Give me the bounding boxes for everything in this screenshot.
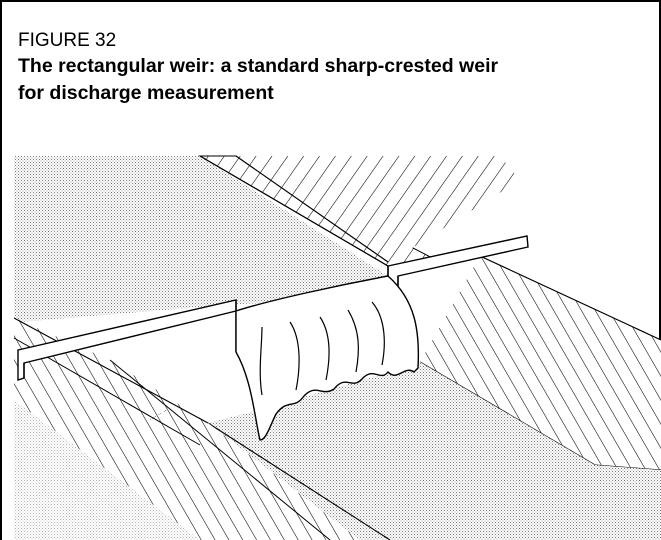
upstream-water [14, 156, 388, 322]
figure-caption: FIGURE 32 The rectangular weir: a standa… [18, 30, 648, 106]
figure-number: FIGURE 32 [18, 30, 117, 51]
nappe-streak-1 [259, 326, 263, 396]
figure-title-line-1: The rectangular weir: a standard sharp-c… [18, 55, 499, 77]
left-bank-downstream [14, 318, 360, 540]
nappe-streak-3 [319, 316, 330, 381]
nappe-streak-4 [347, 309, 359, 373]
figure-title-line-2: for discharge measurement [18, 82, 274, 104]
right-bank-upper [236, 156, 520, 262]
nappe-streak-2 [289, 321, 300, 391]
nappe-streak-5 [371, 301, 385, 366]
right-bank-downstream [420, 256, 661, 470]
nappe [235, 275, 420, 441]
